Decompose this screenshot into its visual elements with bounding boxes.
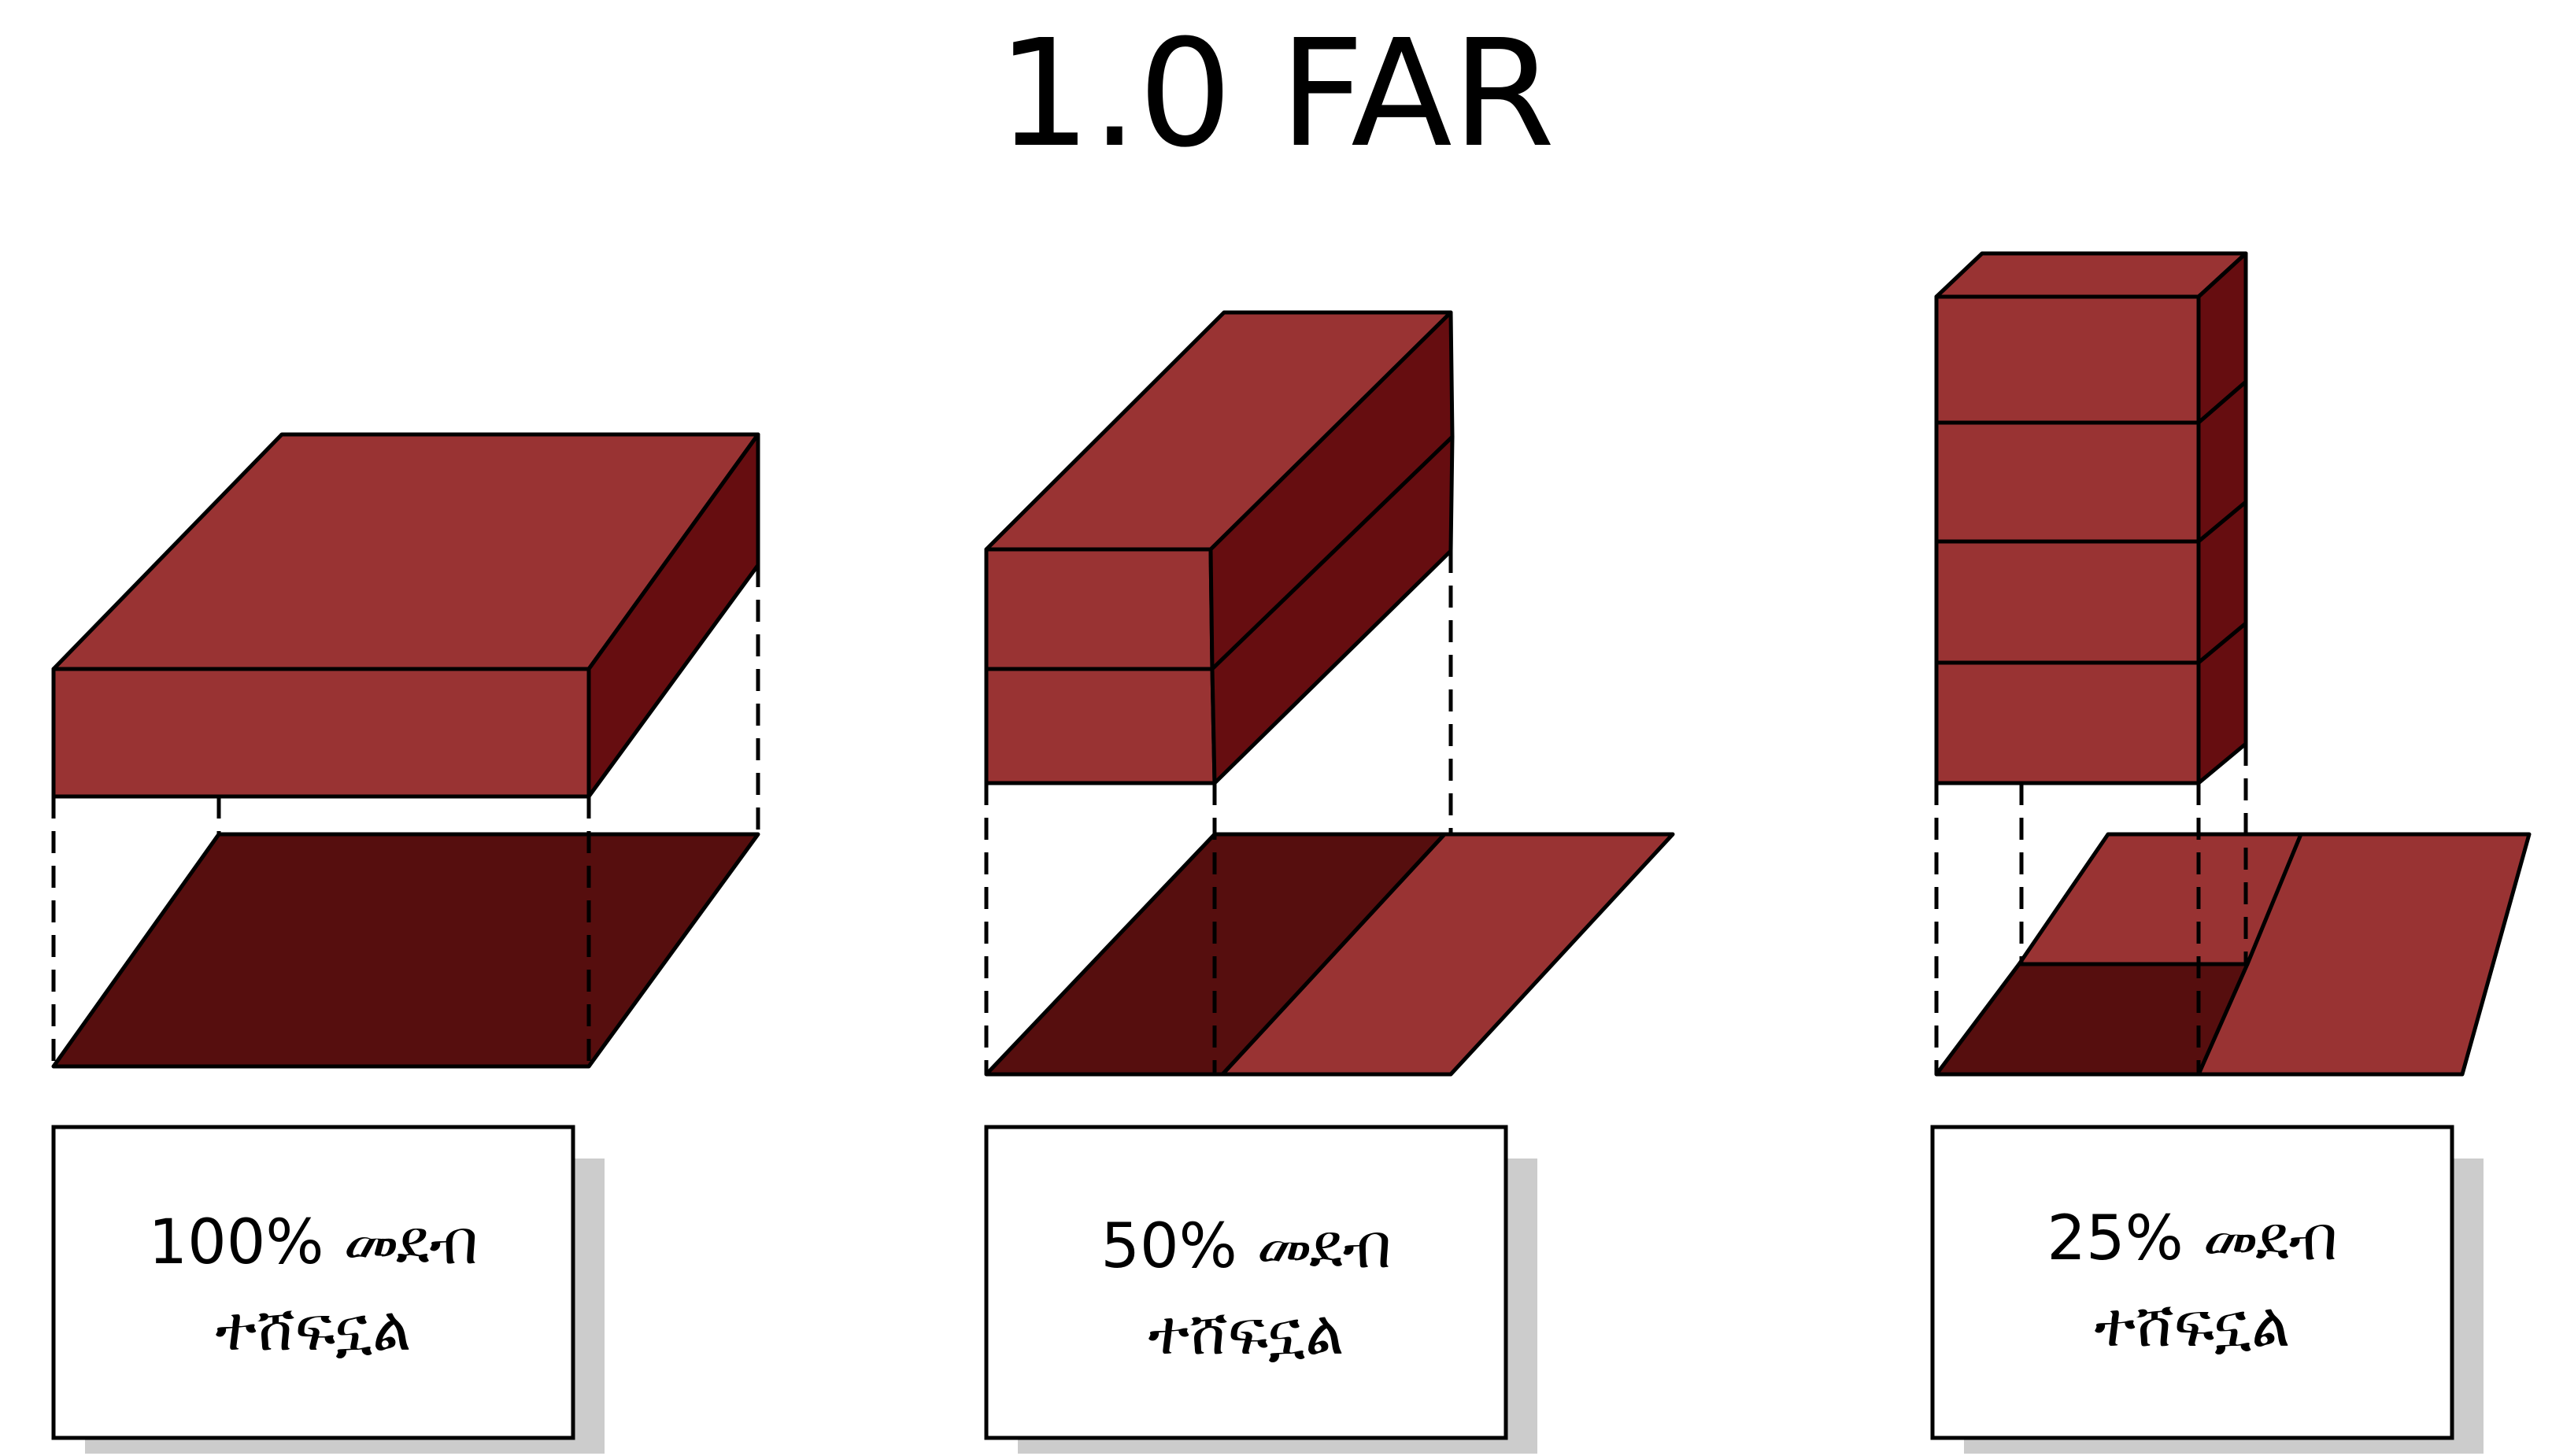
projection-lines xyxy=(51,565,760,1066)
parcel-footprint xyxy=(984,832,1447,1077)
caption-frame xyxy=(984,1125,1508,1440)
building-floor-1-side xyxy=(1210,434,1455,785)
projection-lines xyxy=(984,551,1453,1074)
building-floor-4-front xyxy=(1934,294,2201,425)
caption-line-1: 50% መደብ xyxy=(1100,1211,1391,1282)
projection-lines xyxy=(1934,744,2248,1074)
building-floor-2-front xyxy=(1934,539,2201,665)
building-front-face xyxy=(51,667,591,799)
parcel-footprint xyxy=(1934,962,2250,1077)
scenario-50-percent xyxy=(984,310,1675,1077)
caption-frame xyxy=(51,1125,575,1440)
caption-box-25-percent: 25% መደብ ተሸፍኗል xyxy=(1930,1125,2484,1454)
caption-line-1: 100% መደብ xyxy=(149,1207,479,1278)
caption-line-2: ተሸፍኗል xyxy=(1148,1298,1344,1369)
caption-frame xyxy=(1930,1125,2454,1440)
diagram-title: 1.0 FAR xyxy=(997,8,1555,180)
scenario-100-percent xyxy=(51,432,760,1069)
caption-line-1: 25% መደብ xyxy=(2047,1203,2337,1274)
building-side-face xyxy=(586,432,760,799)
caption-line-2: ተሸፍኗል xyxy=(215,1294,411,1365)
caption-box-100-percent: 100% መደብ ተሸፍኗል xyxy=(51,1125,605,1454)
building-floor-3-front xyxy=(1934,420,2201,544)
building-top-face xyxy=(1934,251,2248,299)
scenario-25-percent xyxy=(1934,251,2532,1077)
building-floor-1-front xyxy=(984,667,1217,785)
caption-line-2: ተሸፍኗል xyxy=(2094,1290,2290,1361)
building-floor-1-side xyxy=(2196,621,2248,785)
building-floor-1-front xyxy=(1934,660,2201,785)
caption-box-50-percent: 50% መደብ ተሸፍኗል xyxy=(984,1125,1537,1454)
parcel-footprint xyxy=(51,832,760,1069)
building-floor-2-front xyxy=(984,547,1215,671)
